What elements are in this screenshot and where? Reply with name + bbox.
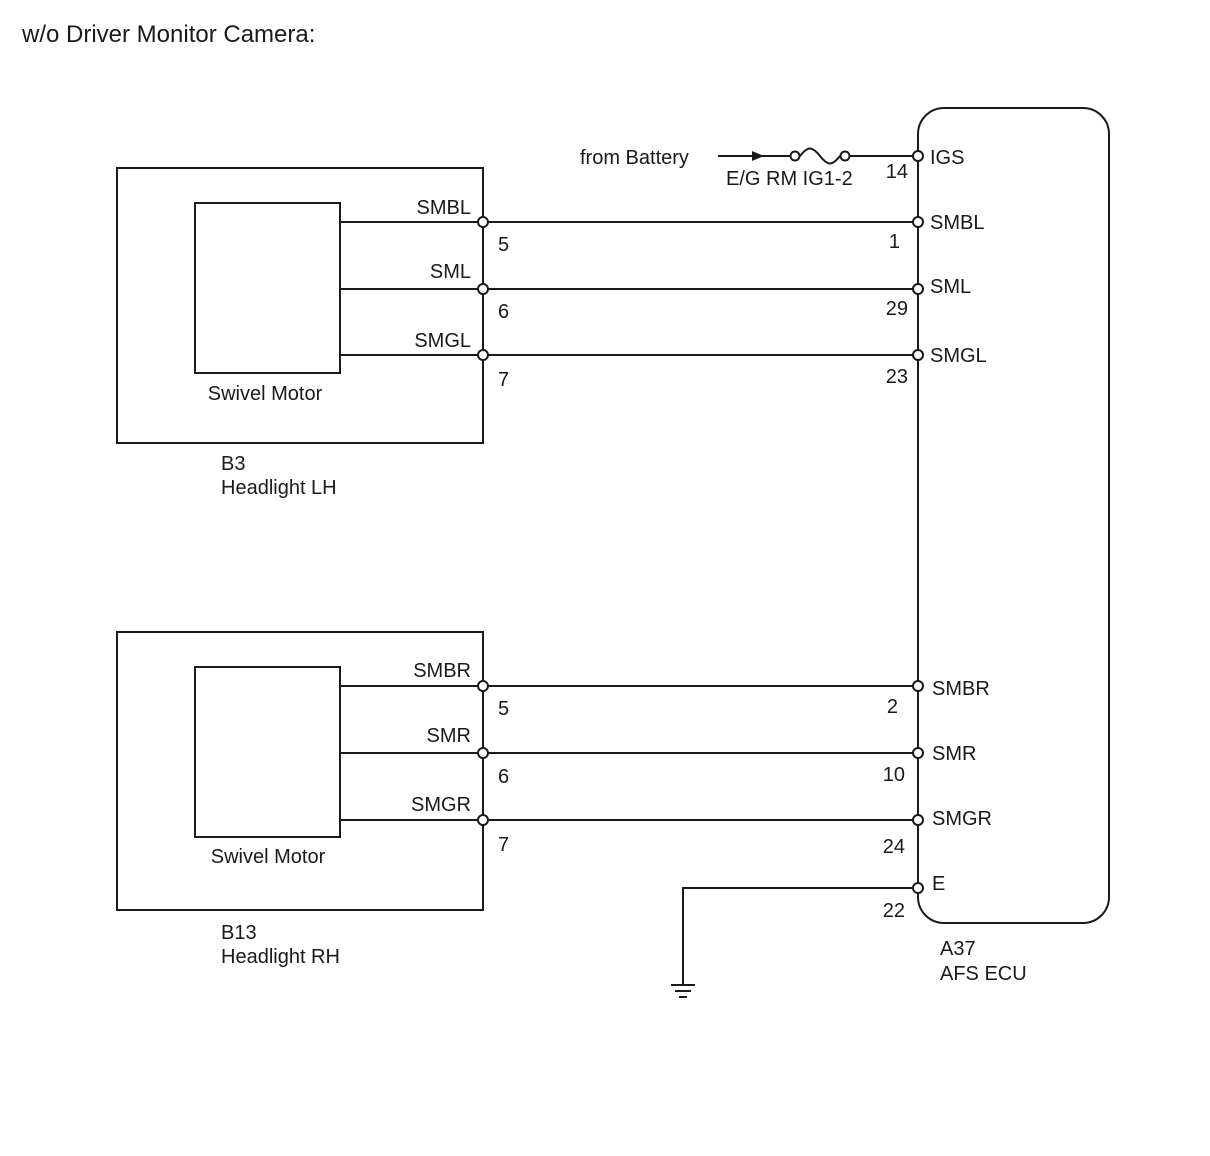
ecu-pin-1: 1 <box>889 231 900 253</box>
ecu-terminal-smgr <box>912 814 924 826</box>
ecu-pin-24: 24 <box>883 836 905 858</box>
ecu-signal-smbl: SMBL <box>930 212 984 234</box>
ecu-signal-e: E <box>932 873 945 895</box>
ecu-terminal-e <box>912 882 924 894</box>
headlight-rh-name-label: Headlight RH <box>221 946 340 968</box>
rh-signal-smgr: SMGR <box>411 794 471 816</box>
lh-pin-7: 7 <box>498 369 509 391</box>
swivel-motor-rh <box>194 666 341 838</box>
swivel-motor-lh <box>194 202 341 374</box>
rh-signal-smbr: SMBR <box>413 660 471 682</box>
ecu-signal-smgl: SMGL <box>930 345 987 367</box>
battery-source-label: from Battery <box>580 147 689 169</box>
swivel-motor-lh-label: Swivel Motor <box>208 383 323 405</box>
ecu-pin-2: 2 <box>887 696 898 718</box>
ecu-terminal-sml <box>912 283 924 295</box>
ecu-terminal-smbl <box>912 216 924 228</box>
battery-arrow <box>752 151 764 161</box>
lh-pin-5: 5 <box>498 234 509 256</box>
lh-signal-sml: SML <box>430 261 471 283</box>
rh-terminal-7 <box>477 814 489 826</box>
rh-terminal-5 <box>477 680 489 692</box>
fuse-terminal-right <box>839 150 851 162</box>
rh-pin-5: 5 <box>498 698 509 720</box>
ecu-name-label: AFS ECU <box>940 963 1027 985</box>
lh-pin-6: 6 <box>498 301 509 323</box>
lh-terminal-5 <box>477 216 489 228</box>
rh-pin-7: 7 <box>498 834 509 856</box>
ecu-pin-22: 22 <box>883 900 905 922</box>
headlight-rh-connector-label: B13 <box>221 922 257 944</box>
headlight-lh-name-label: Headlight LH <box>221 477 337 499</box>
ecu-pin-23: 23 <box>886 366 908 388</box>
fuse-terminal-left <box>789 150 801 162</box>
ecu-signal-smgr: SMGR <box>932 808 992 830</box>
ecu-pin-10: 10 <box>883 764 905 786</box>
lh-signal-smgl: SMGL <box>414 330 471 352</box>
diagram-heading: w/o Driver Monitor Camera: <box>21 21 315 48</box>
fuse-icon <box>799 147 841 165</box>
ecu-box <box>917 107 1110 924</box>
ecu-signal-sml: SML <box>930 276 971 298</box>
ecu-terminal-smbr <box>912 680 924 692</box>
ecu-signal-smbr: SMBR <box>932 678 990 700</box>
ground-icon <box>671 984 695 998</box>
rh-pin-6: 6 <box>498 766 509 788</box>
lh-signal-smbl: SMBL <box>417 197 471 219</box>
swivel-motor-rh-label: Swivel Motor <box>211 846 326 868</box>
ecu-pin-14: 14 <box>886 161 908 183</box>
fuse-label: E/G RM IG1-2 <box>726 168 853 190</box>
ecu-terminal-smgl <box>912 349 924 361</box>
rh-signal-smr: SMR <box>427 725 471 747</box>
ecu-signal-igs: IGS <box>930 147 964 169</box>
rh-terminal-6 <box>477 747 489 759</box>
headlight-lh-connector-label: B3 <box>221 453 245 475</box>
ecu-signal-smr: SMR <box>932 743 976 765</box>
ecu-terminal-igs <box>912 150 924 162</box>
ecu-pin-29: 29 <box>886 298 908 320</box>
ecu-terminal-smr <box>912 747 924 759</box>
lh-terminal-6 <box>477 283 489 295</box>
lh-terminal-7 <box>477 349 489 361</box>
ecu-connector-label: A37 <box>940 938 976 960</box>
ground-wire <box>682 887 913 984</box>
